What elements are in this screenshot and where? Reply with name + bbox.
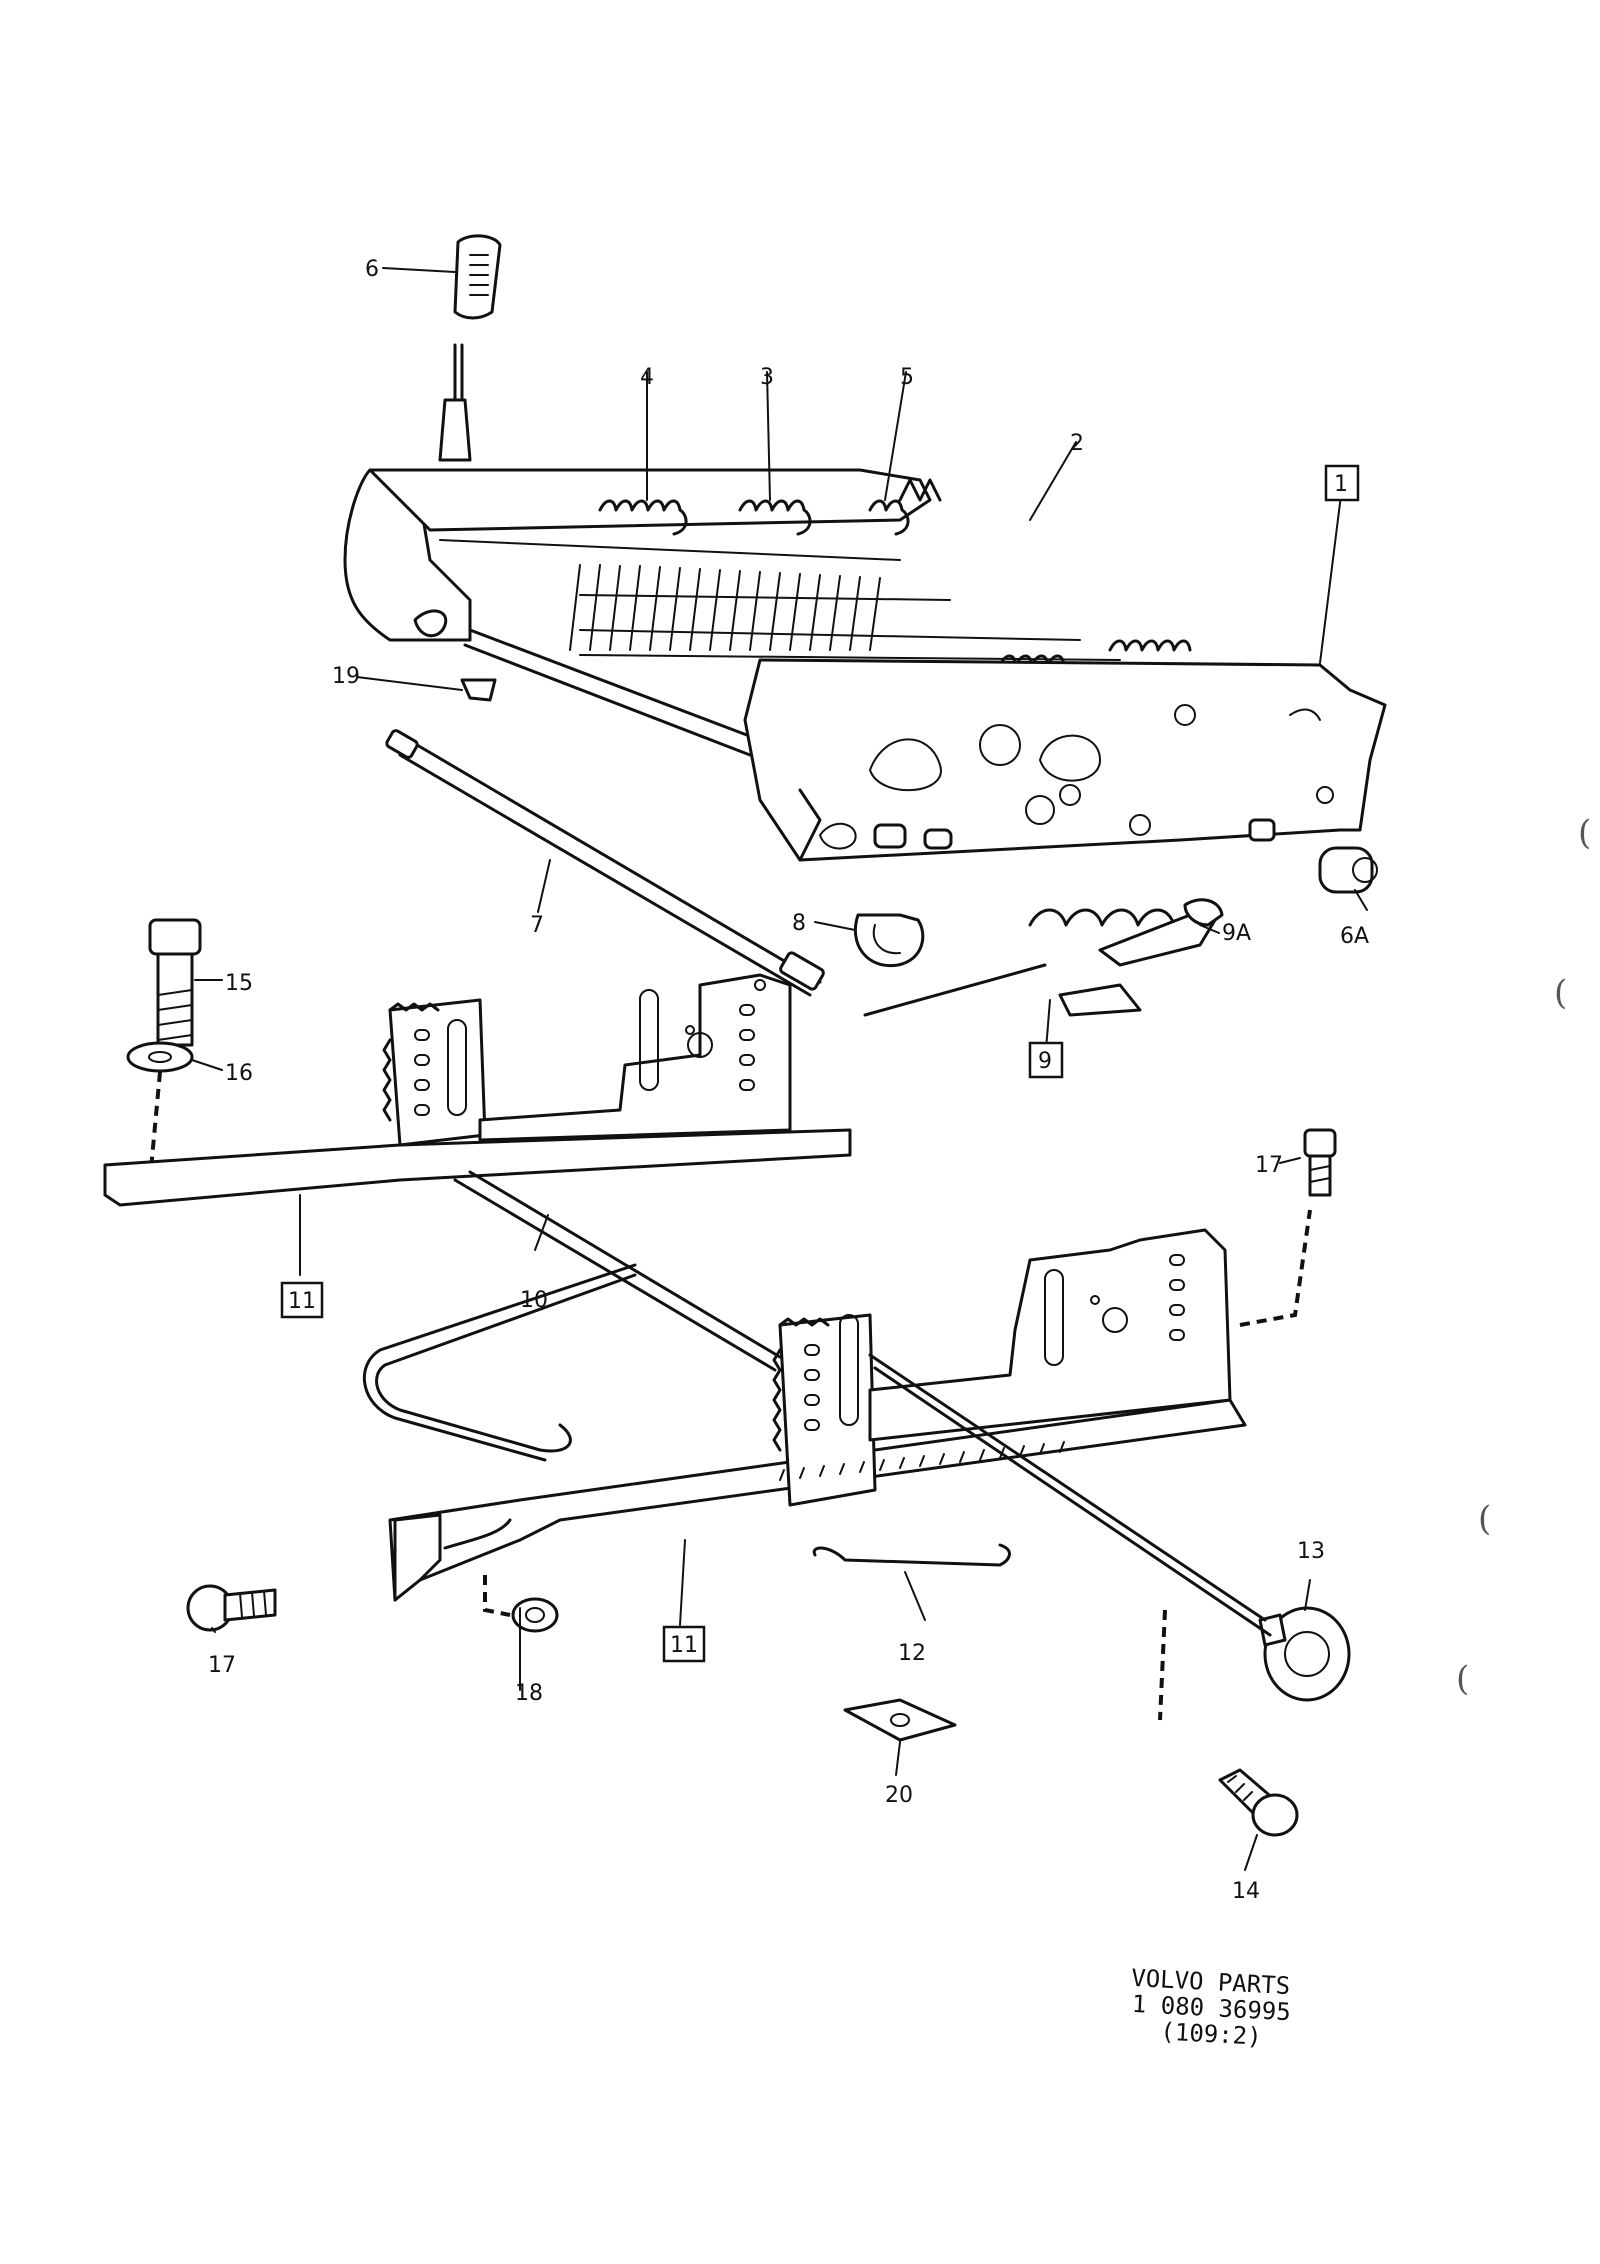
bolt-part-15: [148, 918, 202, 1047]
callout-5: 5: [900, 365, 914, 390]
rod-part-10: [363, 1170, 787, 1462]
rod-part-7: [385, 729, 825, 997]
callout-1-box: [1324, 464, 1360, 502]
callout-19: 19: [332, 664, 360, 689]
callout-4: 4: [640, 365, 654, 390]
callout-18: 18: [515, 1681, 543, 1706]
margin-marks: ( ( ( (: [1456, 813, 1591, 1699]
knob-part-13: [868, 1353, 1351, 1702]
seat-frame: [343, 343, 1387, 862]
bolt-part-17-upper: [1303, 1128, 1337, 1197]
spring-assembly-part-9: [863, 898, 1224, 1017]
nut-plate-part-20: [843, 1698, 957, 1742]
clip-part-19: [460, 678, 497, 702]
callout-6a: 6A: [1340, 924, 1369, 949]
caption-code: (109:2): [1160, 2017, 1262, 2050]
callout-2: 2: [1070, 431, 1084, 456]
callout-10: 10: [520, 1288, 548, 1313]
callout-14: 14: [1232, 1879, 1260, 1904]
bolt-part-17-lower: [186, 1584, 277, 1632]
callout-15: 15: [225, 971, 253, 996]
knob-part-6: [453, 234, 502, 320]
margin-mark: (: [1578, 813, 1591, 853]
clip-part-8: [853, 913, 925, 968]
callout-9a: 9A: [1222, 921, 1251, 946]
seat-rail-left: [103, 973, 852, 1207]
callout-20: 20: [885, 1783, 913, 1808]
callout-9: 9: [1038, 1049, 1052, 1074]
callout-labels: 6 4 3 5 2 1 19 7 8 9A 6A 9 15 16 17 11 1…: [208, 257, 1369, 1904]
leader-lines: [191, 267, 1368, 1871]
callout-1: 1: [1334, 472, 1348, 497]
margin-mark: (: [1478, 1499, 1491, 1539]
callout-11-lower: 11: [670, 1633, 698, 1658]
washer-part-16: [126, 1041, 194, 1073]
callout-11-lower-box: [662, 1625, 706, 1663]
parts-caption: VOLVO PARTS 1 080 36995 (109:2): [1131, 1964, 1292, 2051]
margin-mark: (: [1554, 973, 1567, 1013]
seat-rail-right: [388, 1228, 1247, 1602]
callout-6: 6: [365, 257, 379, 282]
callout-11-upper-box: [280, 1281, 324, 1319]
callout-3: 3: [760, 365, 774, 390]
margin-mark: (: [1456, 1659, 1469, 1699]
bushing-part-6a: [1318, 846, 1378, 894]
callout-7: 7: [530, 913, 544, 938]
callout-17-lower: 17: [208, 1653, 236, 1678]
callout-9-box: [1028, 1041, 1064, 1079]
callout-17-upper: 17: [1255, 1153, 1283, 1178]
callout-11-upper: 11: [288, 1289, 316, 1314]
washer-part-18: [511, 1597, 559, 1633]
callout-13: 13: [1297, 1539, 1325, 1564]
bolt-part-14: [1218, 1768, 1299, 1837]
callout-16: 16: [225, 1061, 253, 1086]
callout-12: 12: [898, 1641, 926, 1666]
spring-wire-part-12: [812, 1543, 1011, 1567]
callout-8: 8: [792, 911, 806, 936]
